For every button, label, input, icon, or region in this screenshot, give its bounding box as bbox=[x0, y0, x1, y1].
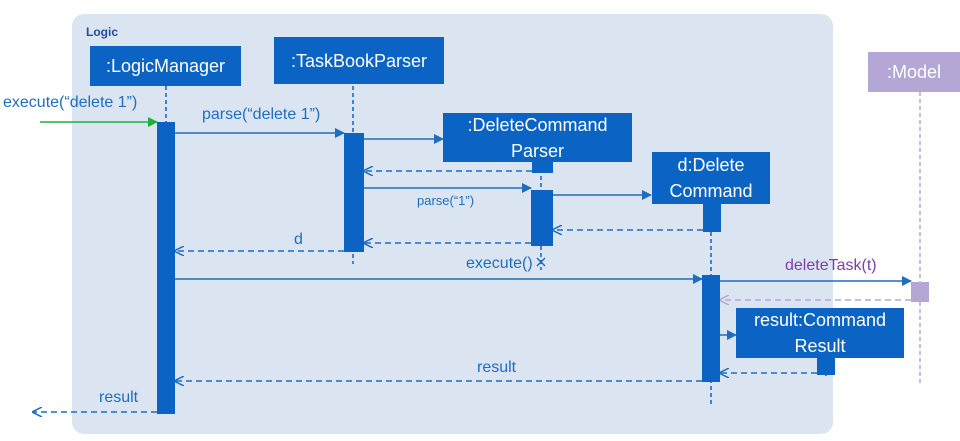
participant-taskbook-parser: :TaskBookParser bbox=[274, 37, 444, 84]
activation-delete-command-parser-top bbox=[532, 162, 553, 173]
label-execute-call: execute() bbox=[466, 255, 533, 272]
activation-logic-manager bbox=[157, 122, 175, 414]
label-delete-task: deleteTask(t) bbox=[785, 257, 877, 274]
participant-command-result: result:Command Result bbox=[736, 308, 904, 358]
activation-command-result bbox=[817, 358, 835, 375]
activation-delete-command-top bbox=[703, 204, 721, 232]
activation-delete-command-parser bbox=[531, 190, 553, 246]
label-return-result-inner: result bbox=[477, 359, 517, 376]
label-return-d: d bbox=[294, 231, 303, 248]
participant-model: :Model bbox=[868, 52, 960, 92]
frame-title: Logic bbox=[86, 25, 118, 39]
participant-delete-command-parser: :DeleteCommand Parser bbox=[443, 113, 632, 162]
label-parse-delete: parse(“delete 1”) bbox=[202, 106, 321, 123]
label-execute-delete: execute(“delete 1”) bbox=[3, 94, 138, 111]
destroy-mark bbox=[536, 257, 546, 267]
activation-taskbook-parser bbox=[344, 133, 364, 252]
participant-delete-command: d:Delete Command bbox=[652, 152, 770, 204]
label-parse-1: parse(“1”) bbox=[417, 193, 475, 208]
activation-model bbox=[911, 282, 929, 302]
participant-logic-manager: :LogicManager bbox=[90, 46, 241, 86]
activation-delete-command bbox=[702, 275, 720, 382]
label-return-result-outer: result bbox=[99, 389, 139, 406]
